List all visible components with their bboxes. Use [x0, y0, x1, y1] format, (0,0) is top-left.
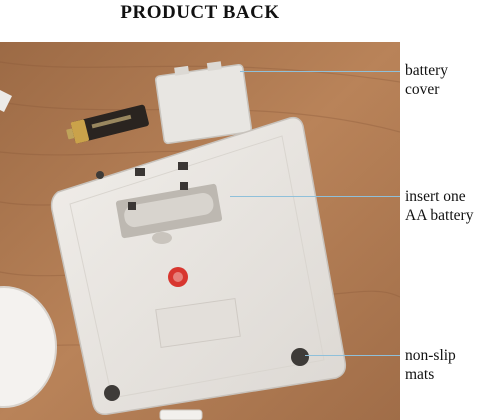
calculator-back [50, 116, 347, 416]
callout-line-battery-cover [240, 71, 400, 72]
callout-non-slip-mats-line1: non-slip [405, 347, 456, 364]
callout-battery-cover: battery cover [405, 61, 448, 99]
callout-line-mats [305, 355, 400, 356]
non-slip-mat [291, 348, 309, 366]
callout-non-slip-mats: non-slip mats [405, 346, 456, 384]
callout-line-battery [230, 196, 400, 197]
product-photo [0, 42, 400, 420]
callout-insert-battery-line2: AA battery [405, 207, 474, 224]
callout-non-slip-mats-line2: mats [405, 366, 435, 383]
white-dish [0, 286, 57, 408]
aa-battery [66, 104, 149, 144]
callout-insert-battery-line1: insert one [405, 188, 466, 205]
callout-insert-battery: insert one AA battery [405, 187, 473, 225]
callout-battery-cover-line1: battery [405, 62, 449, 79]
page-title: PRODUCT BACK [120, 2, 280, 23]
battery-cover [154, 61, 253, 145]
callout-battery-cover-line2: cover [405, 81, 440, 98]
